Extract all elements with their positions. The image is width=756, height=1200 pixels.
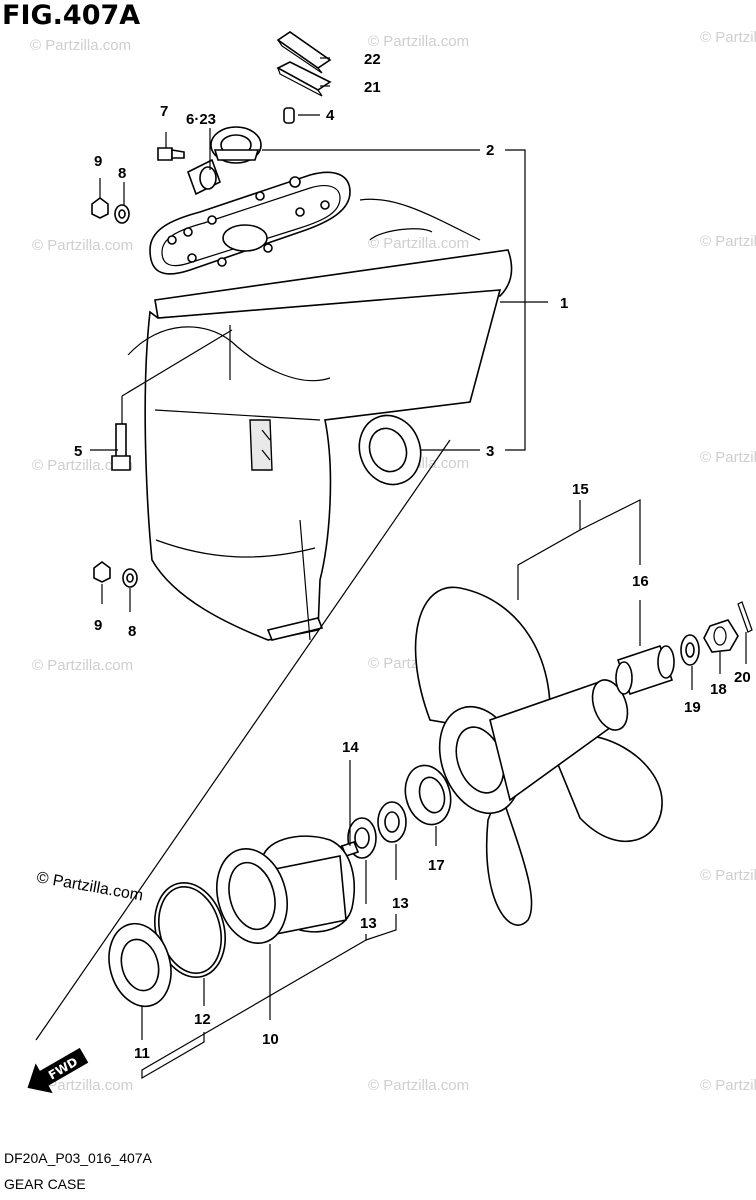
callout-16: 16 bbox=[632, 573, 649, 590]
watermark: © Partzilla.com bbox=[32, 657, 133, 674]
callout-13-a: 13 bbox=[360, 915, 377, 932]
callout-7: 7 bbox=[160, 103, 168, 120]
watermark: © Partzilla.com bbox=[700, 867, 756, 884]
callout-6-23: 6·23 bbox=[186, 111, 216, 128]
cotter-pin-20 bbox=[737, 601, 753, 633]
o-ring-12 bbox=[154, 882, 226, 978]
figure-title: FIG.407A bbox=[2, 0, 141, 31]
washer-8-bottom bbox=[122, 568, 138, 588]
watermark: © Partzilla.com bbox=[32, 237, 133, 254]
callout-8-top: 8 bbox=[118, 165, 126, 182]
watermark: © Partzilla.com bbox=[368, 1077, 469, 1094]
oil-seal-3 bbox=[358, 414, 422, 486]
dowel-pin bbox=[283, 107, 295, 124]
callout-15: 15 bbox=[572, 481, 589, 498]
gear-case-gasket-plate bbox=[149, 171, 351, 275]
watermark: © Partzilla.com bbox=[32, 1077, 133, 1094]
watermark: © Partzilla.com bbox=[368, 235, 469, 252]
callout-labels: 1 2 3 4 5 6·23 7 8 9 8 9 10 11 12 13 13 … bbox=[74, 51, 751, 1062]
callout-9-bottom: 9 bbox=[94, 617, 102, 634]
watermark: © Partzilla.com bbox=[700, 29, 756, 46]
shim-21 bbox=[276, 61, 332, 97]
callout-11: 11 bbox=[134, 1045, 150, 1062]
nut-18 bbox=[703, 619, 739, 653]
bearing-housing-10 bbox=[216, 835, 355, 944]
callout-10: 10 bbox=[262, 1031, 279, 1048]
watermark: © Partzilla.com bbox=[700, 449, 756, 466]
shim-22 bbox=[276, 31, 332, 74]
callout-12: 12 bbox=[194, 1011, 211, 1028]
callout-1: 1 bbox=[560, 295, 568, 312]
nut-9-bottom bbox=[93, 561, 111, 583]
watermark: © Partzilla.com bbox=[700, 1077, 756, 1094]
callout-18: 18 bbox=[710, 681, 727, 698]
callout-13-b: 13 bbox=[392, 895, 409, 912]
callout-17: 17 bbox=[428, 857, 445, 874]
bushing-6 bbox=[187, 158, 221, 196]
propeller bbox=[414, 586, 663, 926]
callout-2: 2 bbox=[486, 142, 494, 159]
bolt-7 bbox=[157, 147, 185, 161]
watermark-dark: © Partzilla.com bbox=[35, 869, 144, 904]
washer-19 bbox=[680, 634, 700, 666]
thrust-washer-17 bbox=[404, 764, 452, 826]
watermark: © Partzilla.com bbox=[30, 37, 131, 54]
watermark: © Partzilla.com bbox=[368, 33, 469, 50]
leader-lines bbox=[90, 57, 747, 1080]
callout-4: 4 bbox=[326, 107, 335, 124]
callout-22: 22 bbox=[364, 51, 381, 68]
callout-8-bottom: 8 bbox=[128, 623, 136, 640]
watermark: © Partzilla.com bbox=[32, 457, 133, 474]
callout-5: 5 bbox=[74, 443, 82, 460]
drawing-code: DF20A_P03_016_407A bbox=[4, 1150, 152, 1166]
washer-13-a bbox=[377, 801, 407, 843]
figure-caption: GEAR CASE bbox=[4, 1176, 86, 1192]
bearing-11 bbox=[108, 922, 172, 1008]
watermark: © Partzilla.com bbox=[700, 233, 756, 250]
callout-14: 14 bbox=[342, 739, 359, 756]
washer-8-top bbox=[114, 204, 130, 224]
callout-3: 3 bbox=[486, 443, 494, 460]
bearing-top bbox=[210, 126, 262, 164]
callout-19: 19 bbox=[684, 699, 701, 716]
gear-case-housing bbox=[127, 198, 513, 641]
callout-9-top: 9 bbox=[94, 153, 102, 170]
callout-21: 21 bbox=[364, 79, 381, 96]
bolt-5 bbox=[111, 423, 131, 471]
spacer-16 bbox=[615, 644, 675, 696]
nut-9-top bbox=[91, 197, 109, 219]
callout-20: 20 bbox=[734, 669, 751, 686]
